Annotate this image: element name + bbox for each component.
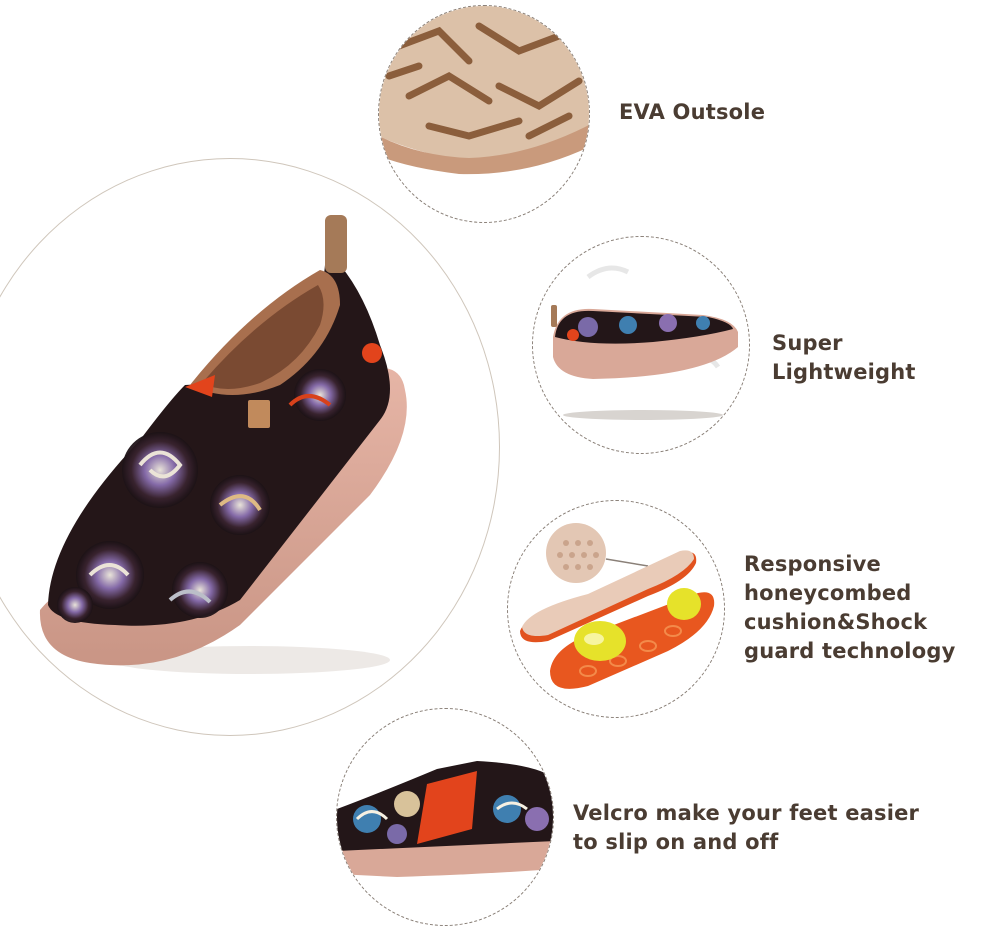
lightweight-circle	[532, 236, 750, 454]
outsole-circle	[378, 5, 590, 223]
cushion-label: Responsive honeycombed cushion&Shock gua…	[744, 552, 956, 663]
insole-image	[520, 523, 715, 689]
floating-shoe-image	[551, 265, 738, 420]
velcro-circle	[336, 708, 554, 926]
outsole-label: EVA Outsole	[619, 100, 766, 124]
velcro-label: Velcro make your feet easier to slip on …	[573, 801, 920, 854]
cushion-circle	[507, 500, 725, 718]
outsole-texture-image	[379, 6, 589, 175]
lightweight-label: Super Lightweight	[772, 331, 916, 384]
main-shoe-image	[39, 215, 407, 674]
heel-image	[337, 761, 553, 877]
